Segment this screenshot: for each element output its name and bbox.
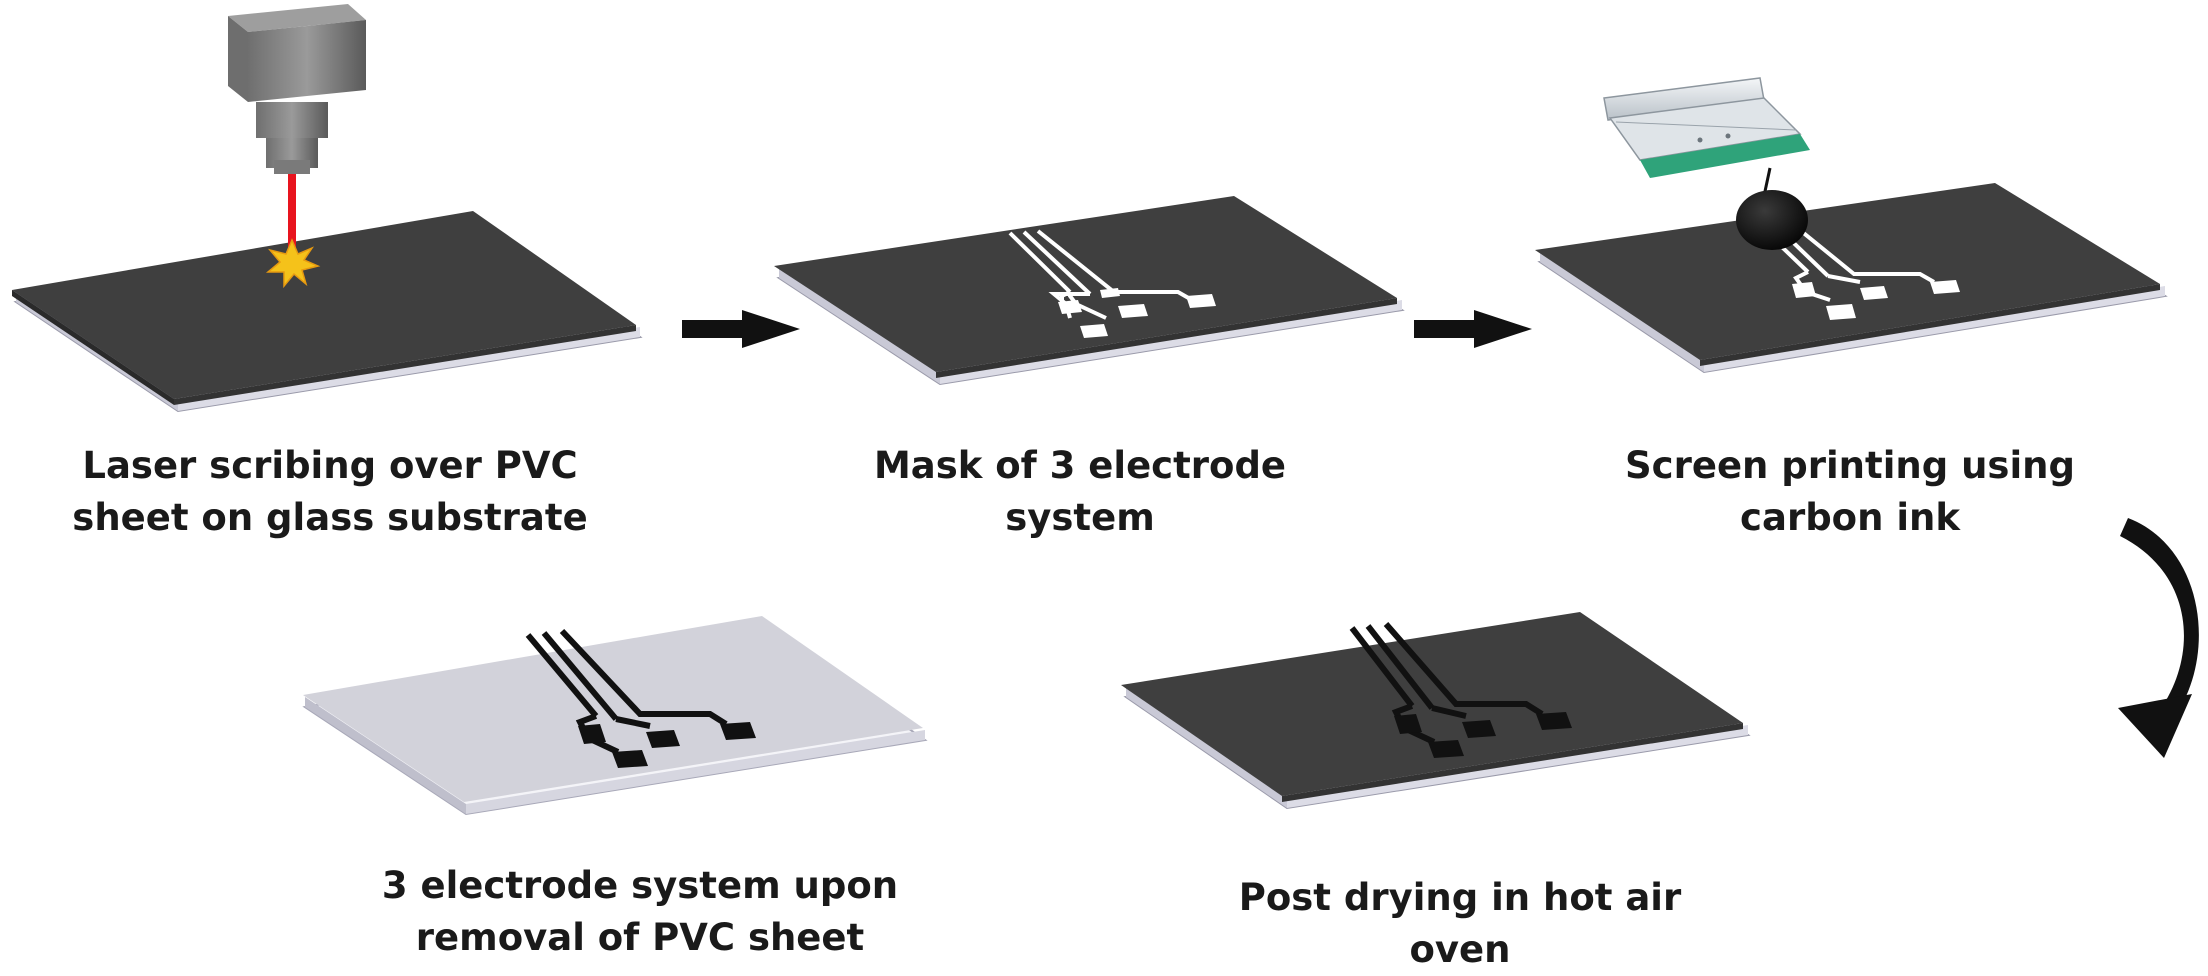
caption-line-1: 3 electrode system upon xyxy=(381,864,899,907)
caption-line-1: Laser scribing over PVC xyxy=(82,444,578,487)
caption-line-1: Screen printing using xyxy=(1625,444,2075,487)
laser-head xyxy=(228,4,366,174)
caption-line-1: Post drying in hot air xyxy=(1238,876,1682,919)
light-sheet-surface xyxy=(303,616,923,802)
arrow-right-icon xyxy=(1414,310,1532,348)
electrode-mask-pads xyxy=(1058,288,1216,338)
laser-spark xyxy=(265,238,321,289)
caption-line-2: system xyxy=(1005,496,1155,539)
caption-laser-scribing: Laser scribing over PVC sheet on glass s… xyxy=(40,440,620,544)
caption-screen-printing: Screen printing using carbon ink xyxy=(1590,440,2110,544)
caption-post-drying: Post drying in hot air oven xyxy=(1200,872,1720,976)
step-mask xyxy=(774,196,1405,386)
electrode-pattern-black xyxy=(525,628,728,755)
caption-line-2: removal of PVC sheet xyxy=(415,916,865,959)
arrow-right-icon xyxy=(682,310,800,348)
electrode-mask-pads xyxy=(1792,280,1960,320)
caption-line-2: oven xyxy=(1409,928,1511,971)
electrode-mask-pattern xyxy=(1008,229,1193,320)
pvc-sheet xyxy=(12,211,636,405)
step-screen-printing xyxy=(1535,77,2168,374)
step-post-drying xyxy=(1121,612,1751,810)
step-laser-scribing xyxy=(12,4,643,413)
curved-arrow-down-icon xyxy=(2118,518,2199,758)
electrode-pattern-black xyxy=(1349,622,1544,745)
step-pvc-removal xyxy=(302,616,928,816)
caption-line-2: sheet on glass substrate xyxy=(72,496,588,539)
squeegee xyxy=(1603,77,1810,178)
electrode-pads-black xyxy=(1394,712,1572,758)
laser-beam xyxy=(288,174,296,260)
caption-pvc-removal: 3 electrode system upon removal of PVC s… xyxy=(370,860,910,964)
carbon-ink-drop xyxy=(1736,190,1808,250)
caption-mask: Mask of 3 electrode system xyxy=(820,440,1340,544)
caption-line-1: Mask of 3 electrode xyxy=(873,444,1287,487)
pvc-sheet xyxy=(1535,183,2160,366)
electrode-pads-black xyxy=(578,722,756,768)
caption-line-2: carbon ink xyxy=(1740,496,1960,539)
pvc-sheet xyxy=(774,196,1397,378)
